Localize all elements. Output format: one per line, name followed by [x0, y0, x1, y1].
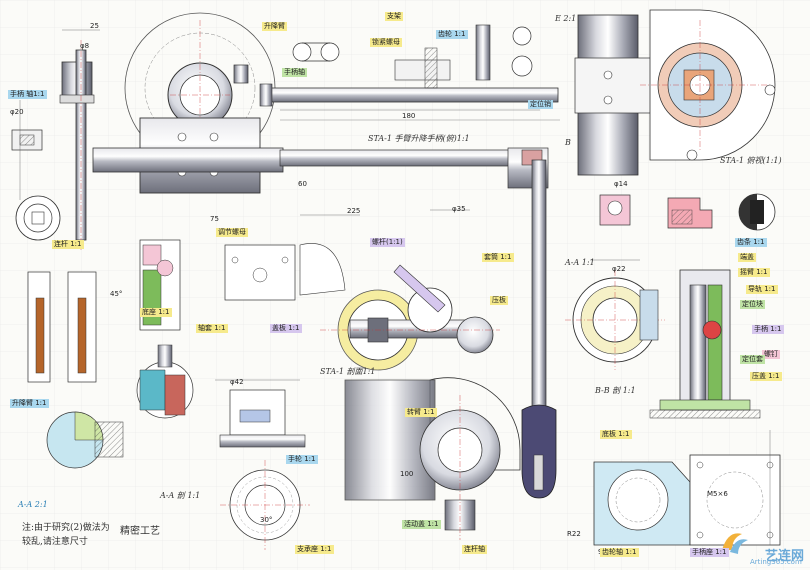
part-tag: 升降臂 1:1 — [10, 399, 49, 408]
dimension-label: 100 — [400, 470, 414, 478]
housing-top-right — [574, 9, 776, 176]
dimension-label: 225 — [347, 207, 361, 215]
part-tag: 活动盖 1:1 — [402, 520, 441, 529]
center-bottom-housing — [344, 377, 521, 540]
right-middle-sections — [599, 193, 776, 231]
part-tag: 端盖 — [738, 253, 756, 262]
dimension-label: 25 — [90, 22, 99, 30]
part-tag: 调节螺母 — [216, 228, 248, 237]
horizontal-bar — [279, 147, 549, 189]
part-tag: 齿条 1:1 — [735, 238, 767, 247]
part-tag: 底座 1:1 — [140, 308, 172, 317]
view-title-section-b: B — [565, 138, 571, 147]
dimension-label: R22 — [567, 530, 581, 538]
part-tag: 齿轮 1:1 — [436, 30, 468, 39]
watermark: 艺连网 — [765, 545, 804, 564]
part-tag: 定位销 — [528, 100, 553, 109]
dimension-label: 180 — [402, 112, 416, 120]
part-tag: 定位块 — [740, 300, 765, 309]
part-tag: 套筒 1:1 — [482, 253, 514, 262]
part-tag: 摇臂 1:1 — [738, 268, 770, 277]
part-tag: 支承座 1:1 — [295, 545, 334, 554]
watermark-text: 艺连网 — [764, 549, 804, 564]
dimension-label: φ8 — [80, 42, 90, 50]
dimension-label: φ22 — [612, 265, 626, 273]
dimension-label: M5×6 — [707, 490, 728, 498]
part-tag: 底板 1:1 — [600, 430, 632, 439]
part-tag: 支架 — [385, 12, 403, 21]
view-title-sta3: STA-1 剖面1:1 — [320, 367, 376, 376]
handwheel-arm-assembly — [92, 12, 560, 194]
part-tag: 连杆 1:1 — [52, 240, 84, 249]
dimension-label: φ20 — [10, 108, 24, 116]
dimension-label: 45° — [110, 290, 123, 298]
part-tag: 压板 — [490, 296, 508, 305]
left-lower-parts — [46, 344, 310, 550]
part-tag: 升降臂 — [262, 22, 287, 31]
dimension-lines — [19, 29, 771, 545]
small-parts-top-middle — [292, 24, 533, 89]
part-tag: 螺杆(1:1) — [370, 238, 405, 247]
spindle-assembly-left — [11, 40, 95, 250]
view-title-section-aa-lower: A-A 剖 1:1 — [160, 491, 201, 500]
dimension-label: φ14 — [614, 180, 628, 188]
watermark-logo-icon — [722, 533, 748, 554]
view-title-section-e: E 2:1 — [555, 14, 577, 23]
part-tag: 齿轮轴 1:1 — [600, 548, 639, 557]
part-tag: 手柄轴 — [282, 68, 307, 77]
dimension-label: 75 — [210, 215, 219, 223]
view-title-sta2: STA-1 俯视(1:1) — [720, 156, 782, 165]
dimension-label: 60 — [298, 180, 307, 188]
part-tag: 压盖 1:1 — [750, 372, 782, 381]
bottom-right-plates — [593, 454, 781, 546]
signature: 精密工艺 — [120, 526, 160, 537]
dimension-label: φ42 — [230, 378, 244, 386]
view-title-section-a: A-A 1:1 — [565, 258, 595, 267]
center-linkage — [320, 264, 500, 371]
part-tag: 手柄 1:1 — [752, 325, 784, 334]
part-tag: 连杆轴 — [462, 545, 487, 554]
part-tag: 定位套 — [740, 355, 765, 364]
part-tag: 导轨 1:1 — [746, 285, 778, 294]
note-line-1: 注:由于研究(2)做法为 — [22, 523, 110, 533]
watermark-domain: Arting365.com — [750, 558, 802, 566]
part-tag: 盖板 1:1 — [270, 324, 302, 333]
part-tag: 手柄座 1:1 — [690, 548, 729, 557]
aa-section-assembly — [565, 269, 761, 419]
view-title-section-aa-small: A-A 2:1 — [18, 500, 48, 509]
view-title-sta1: STA-1 手臂升降手柄(俯)1:1 — [368, 134, 470, 143]
part-tag: 螺钉 — [762, 350, 780, 359]
part-tag: 轴套 1:1 — [196, 324, 228, 333]
dimension-label: φ35 — [452, 205, 466, 213]
view-title-section-bb: B-B 剖 1:1 — [595, 386, 636, 395]
dimension-label: 30° — [260, 516, 273, 524]
part-tag: 手柄 轴1:1 — [8, 90, 47, 99]
part-tag: 转臂 1:1 — [405, 408, 437, 417]
note-line-2: 较乱,请注意尺寸 — [22, 537, 88, 547]
vertical-column — [521, 159, 557, 499]
part-tag: 锁紧螺母 — [370, 38, 402, 47]
part-tag: 手轮 1:1 — [286, 455, 318, 464]
